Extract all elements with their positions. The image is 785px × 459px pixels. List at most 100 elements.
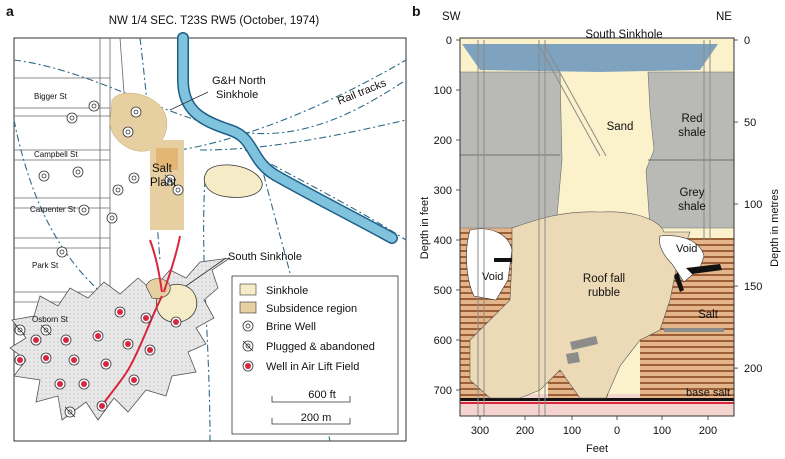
brine-well-icon <box>128 172 140 184</box>
legend-label-plugged: Plugged & abandoned <box>266 341 375 353</box>
gh-north-label-2: Sinkhole <box>216 89 258 101</box>
street-label: Park St <box>32 261 59 270</box>
x-axis-title: Feet <box>586 443 608 455</box>
air-lift-well-icon <box>144 344 156 356</box>
street-label: Bigger St <box>34 92 68 101</box>
brine-well-icon <box>66 112 78 124</box>
south-sinkhole-label: South Sinkhole <box>228 251 302 263</box>
scale-bar-m <box>271 418 351 425</box>
base-salt-line <box>460 398 734 401</box>
legend-swatch-sinkhole <box>239 283 257 296</box>
brine-well-icon <box>112 184 124 196</box>
x-tick-label: 100 <box>653 425 671 437</box>
red-shale-label-1: Red <box>681 113 702 125</box>
legend-box <box>231 275 399 435</box>
brine-well-icon <box>122 126 134 138</box>
x-tick-label: 0 <box>614 425 620 437</box>
x-tick-label: 100 <box>563 425 581 437</box>
sw-label: SW <box>442 11 461 23</box>
salt-plant-building <box>156 148 178 170</box>
x-tick-label: 200 <box>699 425 717 437</box>
left-tick-label: 600 <box>434 335 452 347</box>
air-lift-well-icon <box>140 312 152 324</box>
fracture-lines <box>101 235 181 407</box>
rubble-fragment <box>566 352 580 364</box>
legend-label-subsidence: Subsidence region <box>266 303 357 315</box>
street-label: Campbell St <box>34 150 78 159</box>
roof-fall-rubble <box>469 211 691 399</box>
air-lift-well-icon <box>78 378 90 390</box>
x-tick-label: 200 <box>516 425 534 437</box>
scale-m-label: 200 m <box>301 412 332 424</box>
plugged-well-icon <box>64 406 76 418</box>
scale-bar-ft <box>271 396 351 403</box>
salt-fragment-line <box>664 328 724 332</box>
section-frame <box>459 37 735 417</box>
street-label: Osborn St <box>32 315 69 324</box>
void-right-label: Void <box>676 243 697 255</box>
red-shale-label-2: shale <box>678 127 706 139</box>
right-tick-label: 100 <box>744 199 762 211</box>
void-left-label: Void <box>482 271 503 283</box>
sinkhole-east <box>204 164 263 198</box>
grey-shale-label-2: shale <box>678 201 706 213</box>
panel-b: b SW NE <box>412 3 781 455</box>
legend: Sinkhole Subsidence region Brine Well Pl… <box>231 275 399 435</box>
salt-plant-label-2: Plant <box>150 177 177 189</box>
left-tick-label: 700 <box>434 385 452 397</box>
plugged-well-icon <box>40 324 52 336</box>
void-left-marker <box>494 258 512 262</box>
panel-a: a NW 1/4 SEC. T23S RW5 (October, 1974) <box>6 3 407 442</box>
air-lift-well-icon <box>170 316 182 328</box>
air-lift-well-icon <box>242 360 254 372</box>
brine-well-icon <box>78 204 90 216</box>
right-axis-title: Depth in metres <box>769 189 781 267</box>
air-lift-well-icon <box>68 354 80 366</box>
rubble-fragment <box>570 336 598 350</box>
air-lift-well-icon <box>54 378 66 390</box>
panel-a-letter: a <box>6 3 14 19</box>
legend-label-brine-well: Brine Well <box>266 321 316 333</box>
right-tick-label: 150 <box>744 281 762 293</box>
left-tick-label: 300 <box>434 185 452 197</box>
right-tick-label: 50 <box>744 117 756 129</box>
plugged-well-icon <box>164 174 176 186</box>
air-lift-well-icon <box>40 352 52 364</box>
brine-well-icon <box>130 106 142 118</box>
scale-ft-label: 600 ft <box>308 389 336 401</box>
well-casings <box>477 40 711 416</box>
air-lift-well-icon <box>122 338 134 350</box>
right-tick-label: 200 <box>744 363 762 375</box>
brine-well-icon <box>38 170 50 182</box>
gh-north-label-1: G&H North <box>212 75 266 87</box>
roof-fall-label-1: Roof fall <box>583 273 625 285</box>
air-lift-well-icon <box>128 374 140 386</box>
wells-layer <box>14 100 184 418</box>
subsidence-region-north <box>109 92 168 152</box>
void-right-crack <box>674 272 684 292</box>
plugged-well-icon <box>242 340 254 352</box>
brine-well-icon <box>106 212 118 224</box>
left-tick-label: 500 <box>434 285 452 297</box>
legend-swatch-subsidence <box>239 301 257 314</box>
air-lift-well-icon <box>100 358 112 370</box>
left-tick-label: 200 <box>434 135 452 147</box>
grey-shale-left <box>459 71 563 229</box>
salt-plant-label-1: Salt <box>152 163 173 175</box>
void-right-marker <box>686 264 722 274</box>
sand-label: Sand <box>607 121 634 133</box>
south-sinkhole-leader <box>185 257 227 287</box>
south-sinkhole-title: South Sinkhole <box>585 29 662 41</box>
left-tick-label: 100 <box>434 85 452 97</box>
air-lift-well-icon <box>14 354 26 366</box>
south-sinkhole-small <box>145 278 171 299</box>
air-lift-well-icon <box>96 400 108 412</box>
plugged-well-icon <box>14 324 26 336</box>
air-lift-well-icon <box>60 334 72 346</box>
brine-well-icon <box>172 184 184 196</box>
air-lift-well-icon <box>30 334 42 346</box>
brine-well-icon <box>56 246 68 258</box>
street-label: Carpenter St <box>30 205 76 214</box>
right-tick-label: 0 <box>744 35 750 47</box>
